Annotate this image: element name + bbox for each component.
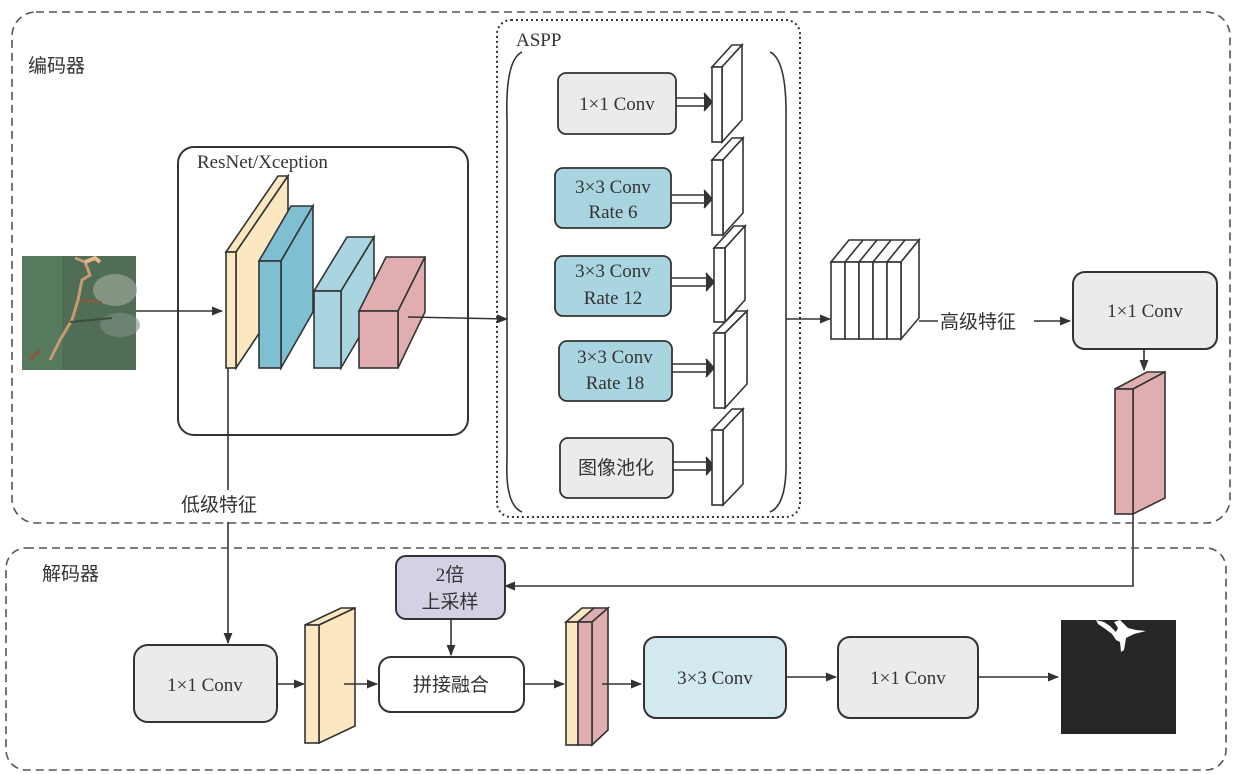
backbone-to-aspp-arrow xyxy=(407,314,509,324)
encoder-output-feature xyxy=(1114,370,1166,516)
aspp-right-bracket xyxy=(769,51,787,513)
svg-text:Rate 12: Rate 12 xyxy=(584,288,643,309)
svg-text:3×3 Conv: 3×3 Conv xyxy=(577,347,653,368)
aspp-region xyxy=(496,19,801,518)
aspp-branch-2: 3×3 Conv Rate 6 xyxy=(554,167,672,229)
backbone-feature-block-3 xyxy=(312,234,376,371)
aspp-left-bracket xyxy=(505,51,523,513)
aspp-label: ASPP xyxy=(516,30,561,51)
decoder-fused-feature xyxy=(563,606,611,747)
svg-text:3×3 Conv: 3×3 Conv xyxy=(575,261,651,282)
output-segmentation-mask xyxy=(1061,620,1176,734)
input-image xyxy=(22,255,140,370)
svg-text:3×3 Conv: 3×3 Conv xyxy=(677,668,753,689)
decoder-conv3x3-box: 3×3 Conv xyxy=(643,636,787,719)
encoder-label: 编码器 xyxy=(28,55,85,77)
aspp-branch-arrows xyxy=(671,92,716,476)
concat-fusion-box: 拼接融合 xyxy=(378,656,525,713)
svg-text:上采样: 上采样 xyxy=(421,591,478,613)
low-level-feature-label: 低级特征 xyxy=(181,494,257,516)
aspp-branch-5: 图像池化 xyxy=(559,437,674,499)
upsample-box: 2倍 上采样 xyxy=(395,555,506,620)
svg-text:1×1 Conv: 1×1 Conv xyxy=(1107,301,1183,322)
high-level-feature-label: 高级特征 xyxy=(940,311,1016,333)
backbone-feature-block-2 xyxy=(257,203,315,372)
backbone-box xyxy=(177,146,469,436)
aspp-branch-4: 3×3 Conv Rate 18 xyxy=(558,340,673,402)
svg-text:1×1 Conv: 1×1 Conv xyxy=(167,675,243,696)
svg-text:Rate 18: Rate 18 xyxy=(586,373,645,394)
svg-text:2倍: 2倍 xyxy=(436,564,465,586)
svg-text:1×1 Conv: 1×1 Conv xyxy=(579,94,655,115)
aspp-output-slabs xyxy=(710,42,749,507)
aspp-concat-feature-stack xyxy=(829,237,921,342)
encoder-region xyxy=(11,11,1231,524)
decoder-final-conv1x1-box: 1×1 Conv xyxy=(837,636,979,719)
encoder-conv1x1-box: 1×1 Conv xyxy=(1072,271,1218,350)
backbone-feature-block-4 xyxy=(357,256,427,369)
decoder-label: 解码器 xyxy=(42,563,99,585)
high-level-to-upsample-arrow xyxy=(503,514,1134,591)
decoder-low-level-feature xyxy=(304,606,356,745)
aspp-branch-3: 3×3 Conv Rate 12 xyxy=(554,255,672,317)
svg-text:1×1 Conv: 1×1 Conv xyxy=(870,668,946,689)
svg-text:图像池化: 图像池化 xyxy=(578,457,654,479)
svg-text:拼接融合: 拼接融合 xyxy=(413,674,489,696)
svg-text:3×3 Conv: 3×3 Conv xyxy=(575,177,651,198)
decoder-region xyxy=(5,547,1227,771)
svg-text:Rate 6: Rate 6 xyxy=(588,202,637,223)
aspp-branch-1: 1×1 Conv xyxy=(557,72,677,135)
decoder-conv1x1-box: 1×1 Conv xyxy=(133,644,278,723)
backbone-label: ResNet/Xception xyxy=(197,152,328,173)
